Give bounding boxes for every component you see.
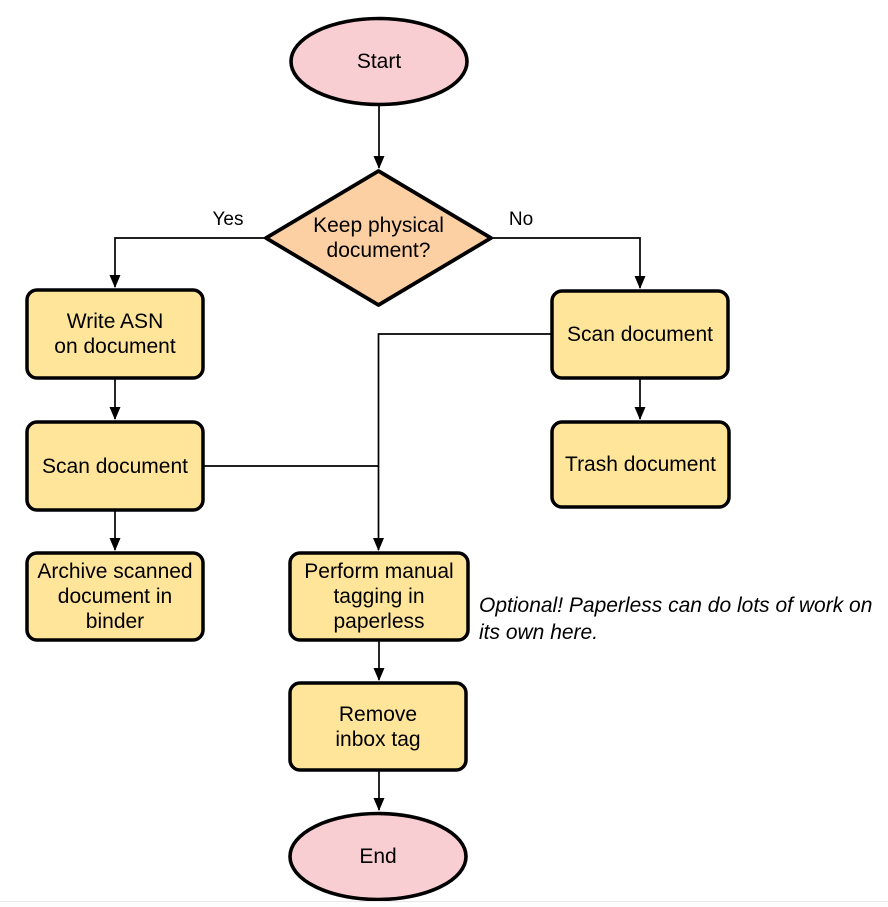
end-node [288,811,468,902]
bottom-divider [0,901,888,902]
no-edge-label: No [508,209,534,230]
scan-right-node [550,289,730,380]
edge-decision-no-to-scan-right [491,237,646,289]
archive-node [25,551,205,642]
yes-edge-label: Yes [212,209,244,230]
edge-decision-yes-to-write-asn [109,237,266,288]
decision-node [264,169,493,307]
annotation-line: Optional! Paperless can do lots of work … [479,594,873,617]
optional-annotation: Optional! Paperless can do lots of work … [479,592,888,646]
annotation-line: its own here. [479,621,599,644]
remove-inbox-node [288,681,468,772]
tagging-node [288,551,470,642]
bottom-strip [0,902,888,907]
trash-node [550,420,731,509]
write-asn-node [25,288,205,380]
edge-scan-right-to-tagging [373,333,552,551]
start-node [289,16,469,107]
scan-left-node [25,420,205,512]
